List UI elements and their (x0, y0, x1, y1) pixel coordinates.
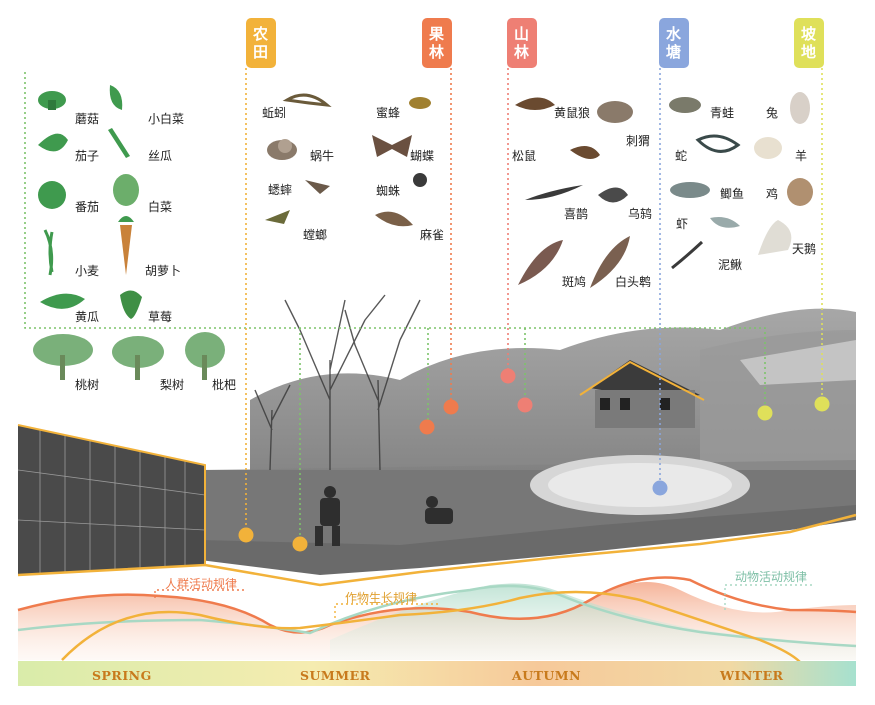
animal-label: 黄鼠狼 (554, 106, 591, 120)
animal-label: 螳螂 (303, 228, 328, 242)
animal-label: 刺猬 (626, 134, 651, 148)
zone-tag-char: 田 (252, 43, 269, 61)
plant-label: 小白菜 (148, 112, 185, 126)
plant-label: 茄子 (75, 149, 100, 163)
animal-label: 蝴蝶 (410, 149, 435, 163)
animal-label: 斑鸠 (562, 275, 587, 289)
plant-label: 丝瓜 (148, 149, 173, 163)
animal-label: 麻雀 (420, 228, 445, 242)
animal-label: 蜘蛛 (376, 184, 401, 198)
plant-icons (38, 85, 142, 319)
zone-tag-char: 山 (513, 25, 530, 43)
animal-label: 乌鸫 (628, 207, 653, 221)
animal-label: 泥鳅 (718, 258, 743, 272)
plant-label: 草莓 (148, 310, 173, 324)
plant-label: 胡萝卜 (145, 264, 182, 278)
animal-label: 青蛙 (710, 106, 735, 120)
animal-label: 羊 (795, 149, 808, 163)
zone-tag-char: 农 (252, 25, 269, 43)
zone-tag-char: 林 (513, 43, 530, 61)
season-autumn: AUTUMN (512, 668, 582, 683)
zone-tag-pond: 水 塘 (659, 18, 689, 68)
zone-tag-char: 塘 (665, 43, 682, 61)
plant-label: 黄瓜 (75, 310, 100, 324)
animal-activity-label: 动物活动规律 (735, 570, 808, 584)
zone-tag-char: 水 (665, 25, 682, 43)
plant-label: 白菜 (148, 200, 173, 214)
season-winter: WINTER (720, 668, 784, 683)
season-spring: SPRING (92, 668, 152, 683)
animal-label: 鲫鱼 (720, 187, 745, 201)
zone-tag-slope: 坡 地 (794, 18, 824, 68)
tree-icons (33, 332, 225, 380)
season-summer: SUMMER (300, 668, 371, 683)
zone-tag-char: 果 (428, 25, 445, 43)
zone-tag-farmland: 农 田 (246, 18, 276, 68)
animal-label: 鸡 (766, 187, 779, 201)
plant-label: 蘑菇 (75, 112, 100, 126)
tree-label: 桃树 (75, 378, 100, 392)
zone-tag-char: 坡 (800, 25, 817, 43)
plant-label: 番茄 (75, 200, 100, 214)
animal-label: 白头鹎 (615, 275, 652, 289)
zone-tag-char: 地 (800, 43, 817, 61)
plant-label: 小麦 (75, 264, 100, 278)
animal-label: 天鹅 (792, 242, 817, 256)
animal-label: 喜鹊 (564, 207, 589, 221)
human-activity-label: 人群活动规律 (165, 577, 238, 591)
zone-tag-forest: 山 林 (507, 18, 537, 68)
tree-label: 梨树 (160, 378, 185, 392)
crop-growth-label: 作物生长规律 (345, 591, 418, 605)
tree-label: 枇杷 (212, 378, 237, 392)
animal-label: 虾 (676, 217, 689, 231)
animal-label: 兔 (766, 106, 779, 120)
animal-label: 松鼠 (512, 149, 537, 163)
animal-label: 蜜蜂 (376, 106, 401, 120)
animal-label: 蚯蚓 (262, 106, 287, 120)
zone-tag-orchard: 果 林 (422, 18, 452, 68)
animal-label: 蜗牛 (310, 149, 335, 163)
animal-label: 蟋蟀 (268, 183, 293, 197)
animal-icons (265, 92, 813, 288)
zone-tag-char: 林 (428, 43, 445, 61)
farmhouse (579, 360, 705, 428)
animal-label: 蛇 (675, 149, 688, 163)
